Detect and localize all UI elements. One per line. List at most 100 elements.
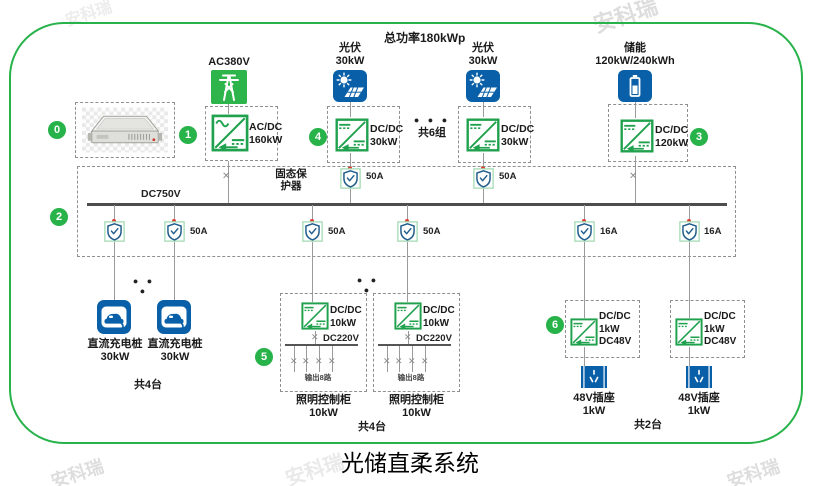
server-box — [75, 102, 175, 158]
ev-charger-icon — [97, 300, 131, 334]
badge-4: 4 — [309, 128, 327, 146]
switch-marker: ✕ — [404, 332, 412, 342]
badge-5: 5 — [255, 348, 273, 366]
connector-line — [349, 153, 351, 168]
dcdc-converter-icon — [301, 301, 329, 331]
charger-label: 直流充电桩 30kW — [85, 338, 145, 364]
output-line — [398, 346, 400, 372]
converter-voltage: DC48V — [599, 336, 632, 347]
ellipsis-dots: ● ● ● — [356, 275, 380, 295]
connector-line — [349, 102, 351, 117]
pv-converter-rating: DC/DC 30kW — [501, 123, 534, 149]
converter-type: DC/DC — [655, 124, 689, 136]
output-line — [318, 346, 320, 372]
dcdc-converter-icon — [466, 117, 500, 153]
pv-label: 光伏 30kW — [455, 42, 511, 68]
cabinet-name: 照明控制柜 — [389, 394, 444, 406]
pv-power: 30kW — [468, 55, 498, 67]
dcdc-converter-icon — [620, 118, 654, 154]
converter-type: DC/DC — [370, 123, 404, 135]
pv-type: 光伏 — [472, 42, 494, 54]
grid-converter-box — [205, 106, 278, 161]
cabinet-power: 10kW — [402, 407, 431, 419]
connector-line — [113, 242, 115, 300]
pv-converter-rating: DC/DC 30kW — [370, 123, 404, 149]
connector-line — [688, 242, 690, 318]
breaker-rating: 50A — [190, 226, 208, 237]
charger-name: 直流充电桩 — [87, 338, 143, 350]
switch-marker: ✕ — [328, 356, 336, 366]
dcdc-converter-icon — [570, 317, 598, 347]
cabinet-power: 10kW — [309, 407, 338, 419]
protector-name-line1: 固态保 — [275, 168, 307, 180]
converter-type: DC/DC — [330, 305, 362, 316]
outputs-note: 输出8路 — [397, 373, 425, 382]
switch-marker: ✕ — [290, 356, 298, 366]
connector-line — [583, 347, 585, 366]
badge-6: 6 — [546, 316, 564, 334]
connector-line — [688, 347, 690, 366]
lighting-bus-line — [378, 344, 451, 346]
output-line — [411, 346, 413, 372]
lighting-converter-rating: DC/DC 10kW — [423, 305, 457, 330]
output-line — [293, 346, 295, 372]
protector-shield-icon — [104, 221, 125, 242]
pv-group-count: 共6组 — [417, 127, 447, 139]
connector-line — [583, 242, 585, 318]
disconnect-marker: ✕ — [222, 171, 231, 182]
protector-name-line2: 护器 — [280, 180, 302, 192]
terminal-dot — [171, 219, 176, 223]
output-line — [386, 346, 388, 372]
protector-shield-icon — [302, 221, 323, 242]
converter-power: 30kW — [370, 136, 398, 148]
disconnect-marker: ✕ — [629, 171, 638, 182]
pv-label: 光伏 30kW — [322, 42, 378, 68]
converter-power: 30kW — [501, 136, 529, 148]
lighting-bus-voltage: DC220V — [323, 333, 359, 344]
converter-power: 10kW — [330, 317, 357, 329]
connector-line — [406, 205, 408, 221]
lighting-converter-rating: DC/DC 10kW — [330, 305, 364, 330]
terminal-dot — [111, 219, 116, 223]
watermark: 安科瑞 — [48, 456, 107, 486]
protector-shield-icon — [397, 221, 418, 242]
connector-line — [311, 205, 313, 221]
storage-label: 储能 120kW/240kWh — [571, 42, 699, 68]
badge-3: 3 — [690, 128, 708, 146]
protector-shield-icon — [164, 221, 185, 242]
protector-name-label: 固态保 护器 — [267, 168, 315, 192]
power-socket-icon — [581, 366, 607, 388]
converter-voltage: DC48V — [704, 336, 737, 347]
converter-power: 1kW — [599, 323, 620, 335]
connector-line — [173, 242, 175, 300]
storage-converter-box — [608, 104, 688, 162]
breaker-rating: 50A — [366, 171, 384, 182]
lighting-cabinet-label: 照明控制柜 10kW — [287, 394, 360, 420]
converter-type: AC/DC — [249, 121, 283, 133]
connector-line — [113, 205, 115, 221]
diagram-border — [9, 22, 803, 444]
battery-icon — [618, 70, 652, 102]
watermark: 安科瑞 — [724, 456, 783, 486]
grid-label: AC380V — [208, 56, 250, 68]
converter-type: DC/DC — [423, 305, 455, 316]
terminal-dot — [404, 219, 409, 223]
terminal-dot — [309, 219, 314, 223]
badge-0: 0 — [48, 121, 66, 139]
connector-line — [482, 153, 484, 168]
socket-power: 1kW — [582, 405, 606, 417]
dcdc-converter-icon — [335, 117, 369, 153]
connector-line — [314, 331, 316, 344]
terminal-dot — [480, 166, 485, 170]
switch-marker: ✕ — [311, 332, 319, 342]
protector-shield-icon — [679, 221, 700, 242]
lighting-count: 共4台 — [357, 421, 387, 433]
total-power-label: 总功率180kWp — [384, 31, 466, 45]
converter-power: 1kW — [704, 323, 725, 335]
dc-bus-line — [87, 203, 727, 206]
server-icon — [82, 107, 168, 153]
connector-line — [227, 161, 229, 203]
pv-type: 光伏 — [339, 42, 361, 54]
socket-converter-rating: DC/DC 1kW DC48V — [599, 311, 639, 349]
breaker-rating: 16A — [600, 226, 618, 237]
